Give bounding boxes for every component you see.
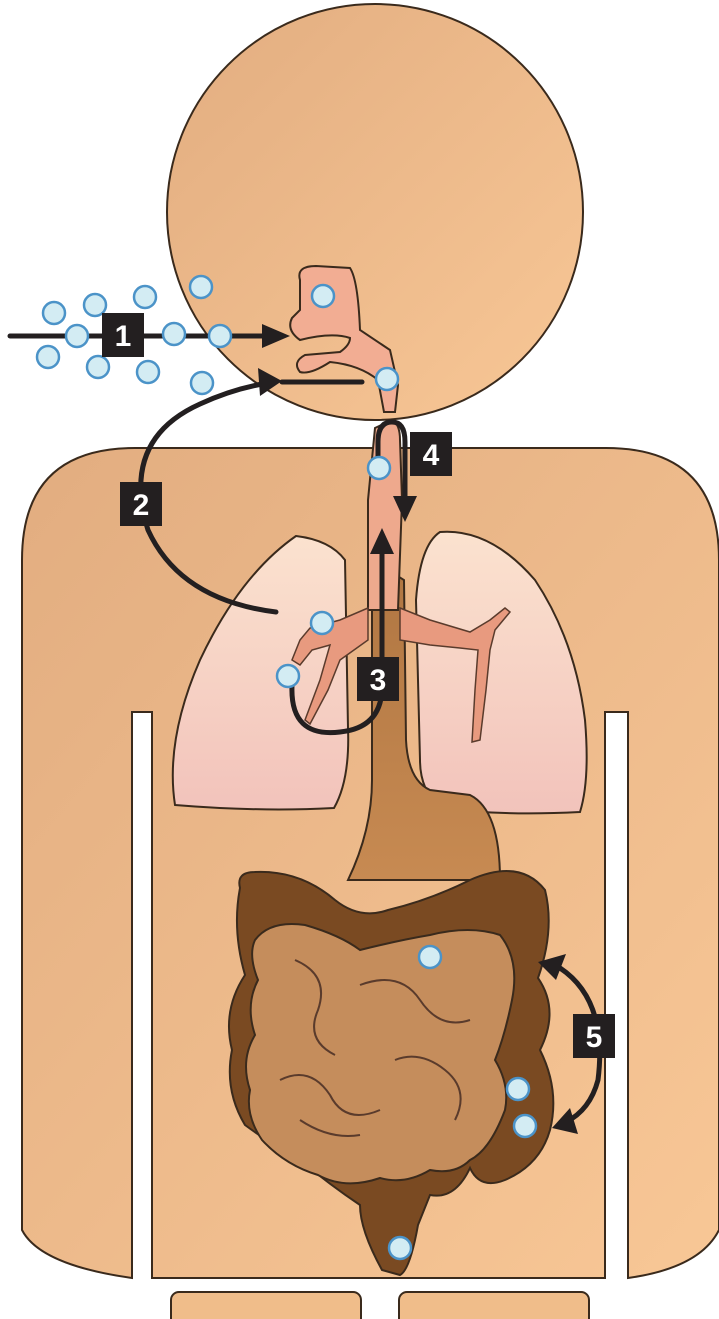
particle: [163, 323, 185, 345]
particle: [277, 665, 299, 687]
label-3: 3: [357, 657, 399, 701]
label-5: 5: [573, 1014, 615, 1058]
label-5-text: 5: [586, 1021, 603, 1054]
particle: [84, 294, 106, 316]
trachea: [368, 420, 402, 610]
particle: [368, 457, 390, 479]
label-1-text: 1: [115, 320, 132, 353]
right-leg: [399, 1292, 589, 1319]
left-leg: [171, 1292, 361, 1319]
particle: [507, 1078, 529, 1100]
particle: [419, 946, 441, 968]
label-3-text: 3: [370, 664, 387, 697]
particle: [311, 612, 333, 634]
particle: [514, 1115, 536, 1137]
particle: [190, 276, 212, 298]
particle: [87, 356, 109, 378]
label-2: 2: [120, 482, 162, 526]
particle: [37, 346, 59, 368]
particle: [191, 372, 213, 394]
label-2-text: 2: [133, 489, 150, 522]
particle: [66, 325, 88, 347]
particle: [137, 361, 159, 383]
particle: [134, 286, 156, 308]
label-4-text: 4: [423, 439, 440, 472]
small-intestine: [246, 924, 514, 1183]
particle: [209, 325, 231, 347]
particle: [389, 1237, 411, 1259]
label-1: 1: [102, 313, 144, 357]
particle: [376, 368, 398, 390]
particle: [312, 285, 334, 307]
particle: [43, 302, 65, 324]
label-4: 4: [410, 432, 452, 476]
